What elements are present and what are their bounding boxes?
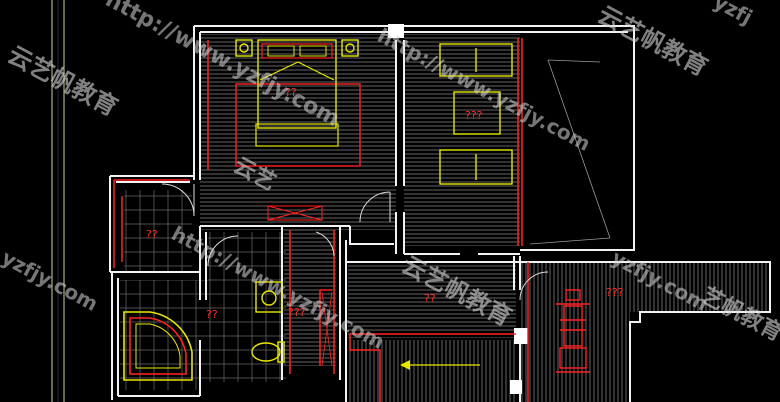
main-bathroom-label: ?? [206,308,218,321]
columns [388,24,528,394]
watermark-url: yzfjy.com [0,245,102,316]
master-bedroom-label: ?? [285,86,297,99]
watermark-brand: 云艺帆教育 [3,41,122,122]
red-wall-accents [113,38,529,402]
terrace-label: ??? [606,286,624,299]
doors [161,183,549,301]
closet-label: ??? [288,306,306,319]
corridor-label: ?? [424,292,436,305]
hall-diagonal-lines [529,59,611,245]
closet-crosses [321,291,333,367]
corner-bathtub [123,311,193,381]
sofa-bottom [439,149,513,185]
double-bed: ?? [235,39,361,167]
left-guide-lines [51,0,65,402]
wardrobe-cross [267,205,323,221]
study-label: ??? [465,109,483,122]
small-bathroom-label: ?? [146,228,158,241]
nightstands [235,39,359,57]
coffee-table: ??? [453,91,501,135]
walls [109,25,771,402]
exercise-bench-icon [556,289,590,373]
stair-arrow-icon [400,360,480,370]
watermark-url: yzfj [710,0,757,29]
washbasin [255,281,283,313]
toilet [251,341,285,363]
sofa-top [439,43,513,77]
floor-hatching [120,34,770,402]
